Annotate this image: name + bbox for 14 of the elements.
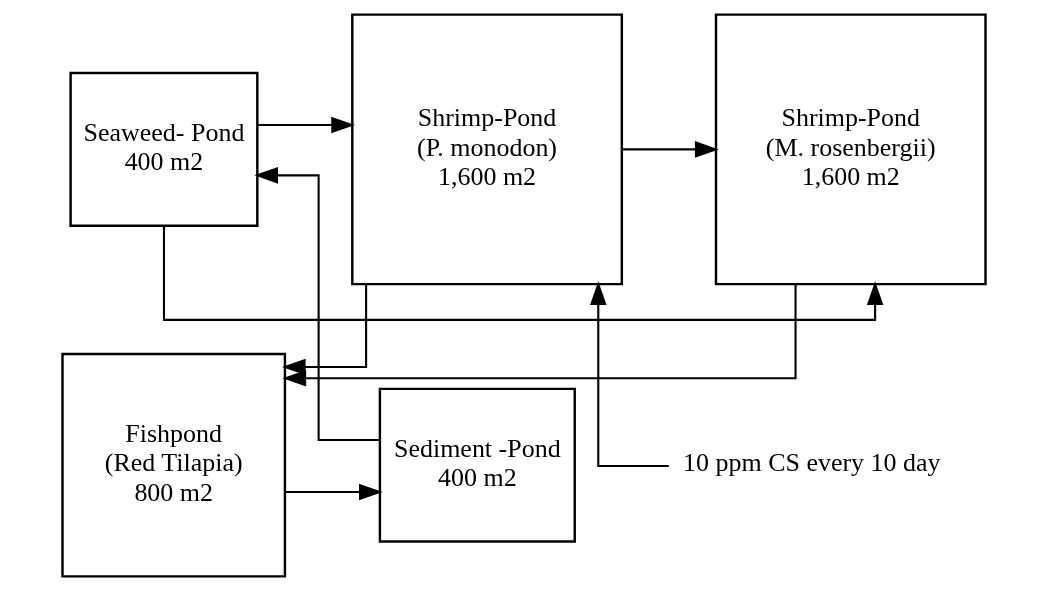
arrow [284, 483, 383, 501]
node-box: Shrimp-Pond (P. monodon) 1,600 m2 [350, 13, 623, 286]
node-box: Shrimp-Pond (M. rosenbergii) 1,600 m2 [714, 13, 987, 286]
arrow [589, 281, 669, 468]
arrow [621, 141, 719, 158]
arrow [281, 284, 797, 387]
node-box: Seaweed- Pond 400 m2 [68, 71, 259, 227]
arrow [162, 226, 883, 321]
arrow [256, 116, 355, 134]
node-box: Fishpond (Red Tilapia) 800 m2 [60, 352, 286, 578]
arrow [281, 284, 367, 376]
node-box: Sediment -Pond 400 m2 [378, 387, 576, 543]
node-text: 10 ppm CS every 10 day [682, 448, 941, 478]
arrow [253, 167, 379, 442]
